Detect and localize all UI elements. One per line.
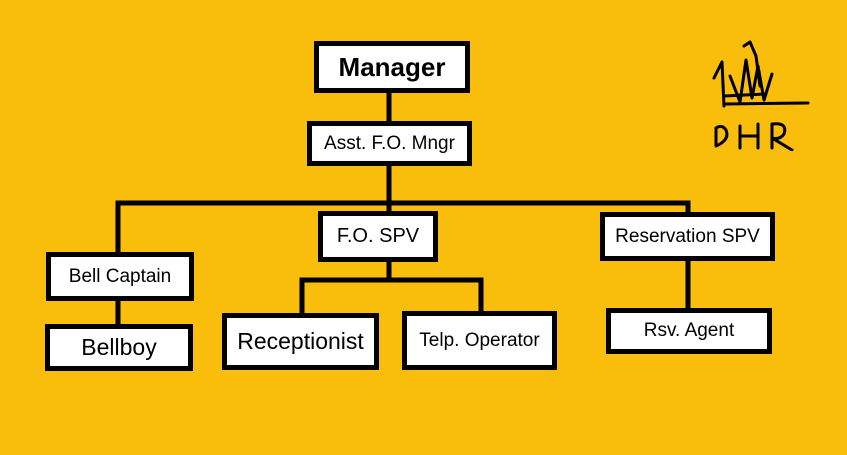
node-receptionist-label: Receptionist (237, 328, 364, 354)
node-telp-operator-label: Telp. Operator (419, 329, 540, 351)
node-telp-operator: Telp. Operator (402, 311, 557, 370)
handwritten-signature (712, 40, 810, 151)
node-bellboy: Bellboy (45, 324, 193, 371)
node-asst-fo-manager: Asst. F.O. Mngr (307, 121, 472, 166)
node-reservation-spv-label: Reservation SPV (615, 225, 760, 247)
node-fo-spv-label: F.O. SPV (336, 225, 420, 247)
node-fo-spv: F.O. SPV (318, 211, 438, 262)
node-manager-label: Manager (338, 51, 446, 82)
node-receptionist: Receptionist (222, 313, 379, 370)
node-rsv-agent-label: Rsv. Agent (643, 320, 735, 341)
node-bell-captain: Bell Captain (46, 252, 194, 301)
node-bellboy-label: Bellboy (81, 334, 157, 360)
node-bell-captain-label: Bell Captain (68, 265, 172, 287)
node-rsv-agent: Rsv. Agent (606, 308, 772, 354)
node-reservation-spv: Reservation SPV (600, 212, 775, 261)
node-manager: Manager (314, 41, 470, 93)
node-asst-fo-manager-label: Asst. F.O. Mngr (324, 132, 455, 154)
